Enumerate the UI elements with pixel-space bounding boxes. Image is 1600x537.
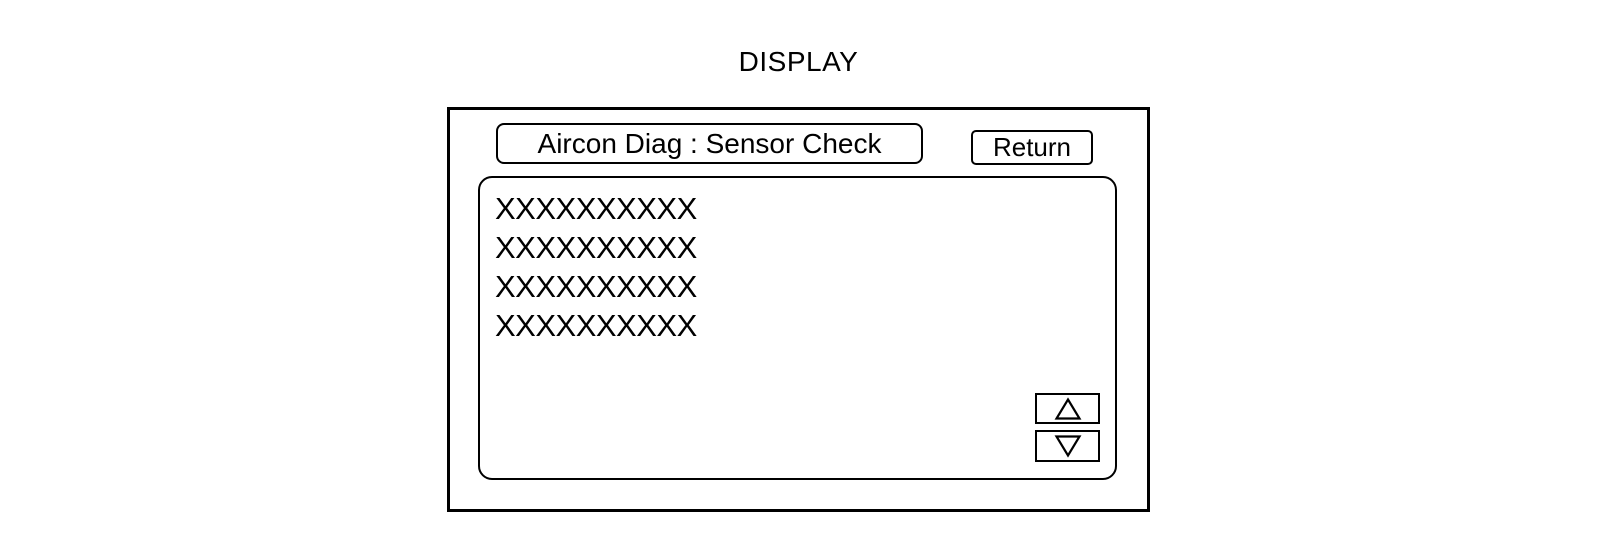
scroll-up-button[interactable]: [1035, 393, 1100, 424]
up-triangle-icon: [1054, 396, 1081, 420]
return-button-label: Return: [992, 132, 1072, 162]
sensor-list-item: XXXXXXXXXX: [495, 191, 697, 226]
sensor-list-item: XXXXXXXXXX: [495, 230, 697, 265]
sensor-list-item: XXXXXXXXXX: [495, 308, 697, 343]
screen-title-box: Aircon Diag : Sensor Check: [496, 123, 923, 164]
scroll-down-button[interactable]: [1035, 430, 1100, 462]
screen-title: Aircon Diag : Sensor Check: [537, 127, 882, 159]
sensor-list-item: XXXXXXXXXX: [495, 269, 697, 304]
down-triangle-icon: [1054, 435, 1081, 458]
return-button[interactable]: Return: [971, 130, 1093, 165]
sensor-list: XXXXXXXXXX XXXXXXXXXX XXXXXXXXXX XXXXXXX…: [495, 189, 697, 345]
display-frame: Aircon Diag : Sensor Check Return XXXXXX…: [447, 107, 1150, 512]
figure-caption: DISPLAY: [738, 46, 859, 77]
sensor-list-panel: XXXXXXXXXX XXXXXXXXXX XXXXXXXXXX XXXXXXX…: [478, 176, 1117, 480]
